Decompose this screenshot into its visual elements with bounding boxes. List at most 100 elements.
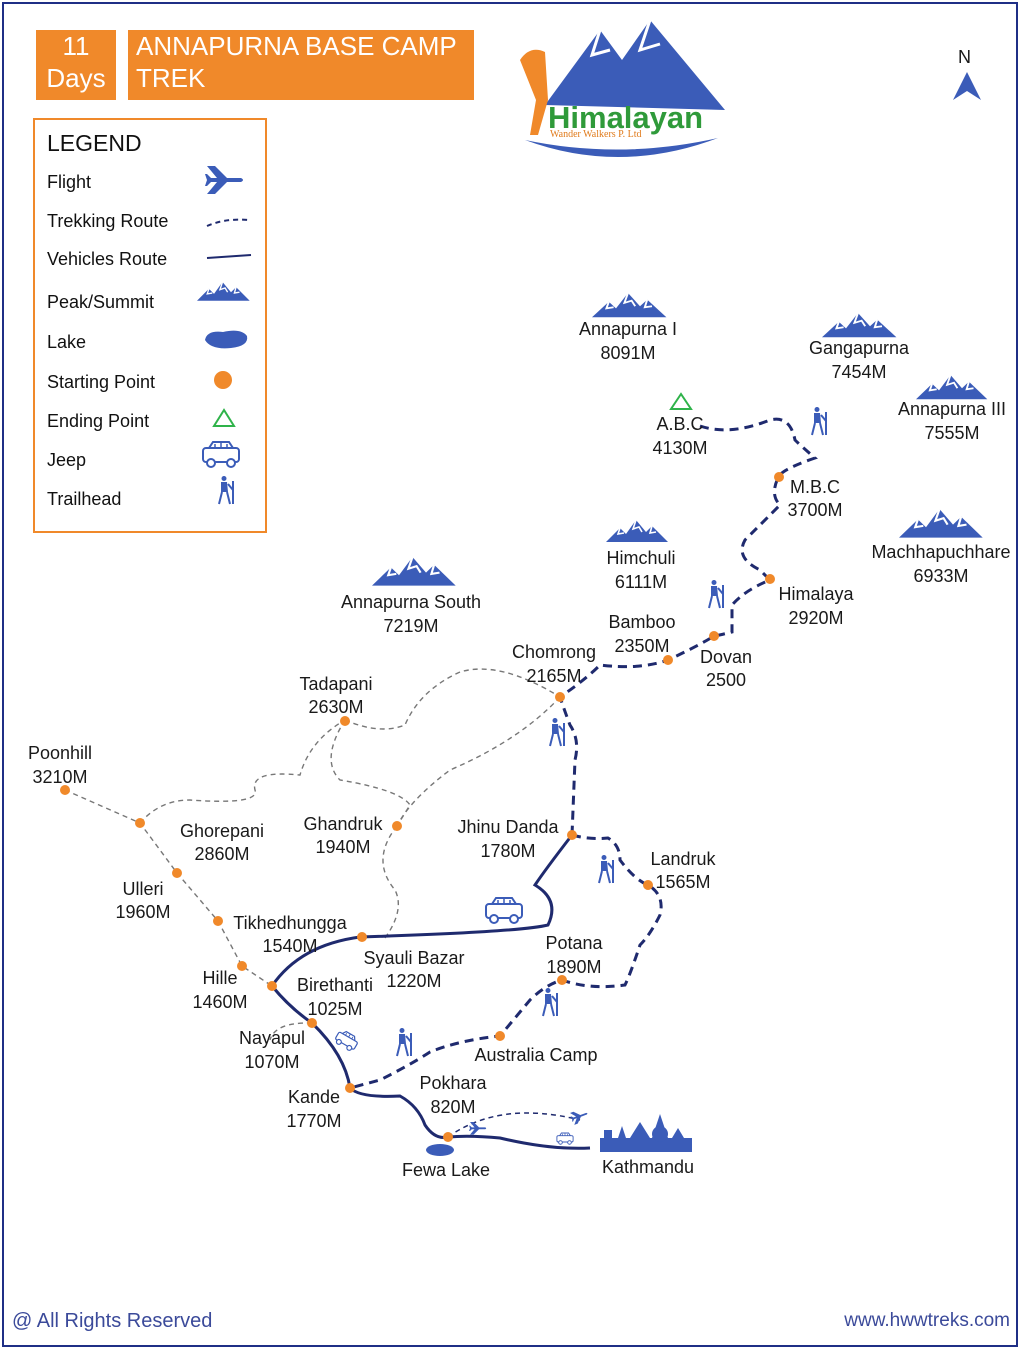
chomrong-dot: [555, 692, 565, 702]
abc-end-triangle-icon: [669, 392, 693, 410]
legend-end-label: Ending Point: [47, 411, 150, 431]
jeep-icon: [556, 1132, 574, 1145]
rights-footer: @ All Rights Reserved: [12, 1310, 213, 1332]
flight-route: [447, 1112, 581, 1138]
place-alt: 1940M: [315, 837, 370, 857]
place-alt: 2350M: [614, 636, 669, 656]
place-name: Poonhill: [28, 743, 92, 763]
place-name: Hille: [202, 968, 237, 988]
peak-name: Gangapurna: [809, 338, 910, 358]
mountain-icon: [197, 282, 251, 302]
legend-lake-label: Lake: [47, 332, 87, 352]
jeep-icon: [202, 441, 240, 468]
legend-trekking-label: Trekking Route: [47, 211, 169, 231]
place-alt: 2630M: [308, 697, 363, 717]
himchuli-mountain-icon: [605, 519, 669, 543]
nayapul-dot: [307, 1018, 317, 1028]
jeep-icon: [485, 897, 523, 924]
place-name: Nayapul: [239, 1028, 305, 1048]
peak-alt: 8091M: [600, 343, 655, 363]
place-name: Jhinu Danda: [457, 817, 559, 837]
place-alt: 1220M: [386, 971, 441, 991]
airplane-icon: [569, 1107, 590, 1126]
place-name: Potana: [545, 933, 603, 953]
orange-dot-icon: [214, 371, 232, 389]
peak-name: Himchuli: [606, 548, 675, 568]
place-name: Australia Camp: [474, 1045, 597, 1065]
syauli-dot: [357, 932, 367, 942]
website-link[interactable]: www.hwwtreks.com: [844, 1310, 1010, 1331]
place-name: Birethanti: [297, 975, 373, 995]
peak-alt: 7454M: [831, 362, 886, 382]
trekking-route: [349, 417, 818, 1090]
annapurna-south-mountain-icon: [370, 555, 457, 587]
place-name: Bamboo: [608, 612, 675, 632]
place-alt: 1070M: [244, 1052, 299, 1072]
place-name: Kande: [288, 1087, 340, 1107]
place-name: Pokhara: [419, 1073, 487, 1093]
logo-brand: Himalayan: [548, 100, 703, 135]
place-alt: 2165M: [526, 666, 581, 686]
place-alt: 2920M: [788, 608, 843, 628]
place-alt: 1460M: [192, 992, 247, 1012]
mbc-dot: [774, 472, 784, 482]
ghorepani-dot: [135, 818, 145, 828]
trailhead-hiker-icon: [811, 406, 827, 436]
place-name: Kathmandu: [602, 1157, 694, 1177]
peak-alt: 7219M: [383, 616, 438, 636]
machhapuchhare-mountain-icon: [897, 507, 984, 539]
kande-dot: [345, 1083, 355, 1093]
place-name: Fewa Lake: [402, 1160, 490, 1180]
legend-box: LEGEND Flight Trekking Route Vehicles Ro…: [33, 118, 267, 533]
poonhill-dot: [60, 785, 70, 795]
side-trails: [64, 668, 561, 1041]
place-alt: 1565M: [655, 872, 710, 892]
peak-name: Annapurna I: [579, 319, 677, 339]
place-alt: 820M: [430, 1097, 475, 1117]
place-alt: 1025M: [307, 999, 362, 1019]
pokhara-dot: [443, 1132, 453, 1142]
trek-title-line1: ANNAPURNA BASE CAMP: [136, 31, 457, 61]
logo-mountain-icon: [545, 20, 725, 110]
legend-peak-label: Peak/Summit: [47, 292, 155, 312]
annapurna-i-mountain-icon: [591, 292, 668, 319]
trailhead-hiker-icon: [598, 854, 614, 884]
solid-line-icon: [206, 254, 252, 259]
days-number: 11: [62, 31, 90, 61]
place-name: Tikhedhungga: [233, 913, 347, 933]
bamboo-dot: [663, 655, 673, 665]
place-name: A.B.C: [656, 414, 703, 434]
fewa-lake-icon: [426, 1144, 454, 1156]
north-label: N: [958, 47, 971, 67]
green-triangle-icon: [212, 408, 236, 427]
place-name: Ghorepani: [180, 821, 264, 841]
gangapurna-mountain-icon: [821, 312, 898, 339]
birethanti-dot: [267, 981, 277, 991]
trek-title-line2: TREK: [136, 63, 206, 93]
legend-trailhead-label: Trailhead: [47, 489, 122, 509]
place-name: Dovan: [700, 647, 752, 667]
legend-title: LEGEND: [47, 130, 142, 156]
place-alt: 2860M: [194, 844, 249, 864]
legend-jeep-label: Jeep: [47, 450, 87, 470]
place-alt: 2500: [706, 670, 746, 690]
legend-flight-label: Flight: [47, 172, 92, 192]
airplane-icon: [469, 1122, 487, 1135]
tadapani-dot: [340, 716, 350, 726]
legend-vehicles-label: Vehicles Route: [47, 249, 168, 269]
dashed-line-icon: [206, 218, 250, 227]
australia-dot: [495, 1031, 505, 1041]
logo-tagline: Wander Walkers P. Ltd: [550, 129, 642, 140]
hille-dot: [237, 961, 247, 971]
hiker-icon: [218, 476, 234, 505]
peak-alt: 7555M: [924, 423, 979, 443]
place-name: Landruk: [650, 849, 716, 869]
peak-name: Annapurna South: [341, 592, 481, 612]
airplane-icon: [205, 166, 243, 194]
place-alt: 1540M: [262, 936, 317, 956]
place-name: M.B.C: [790, 477, 840, 497]
days-badge: 11 Days: [36, 30, 116, 100]
place-alt: 1890M: [546, 957, 601, 977]
